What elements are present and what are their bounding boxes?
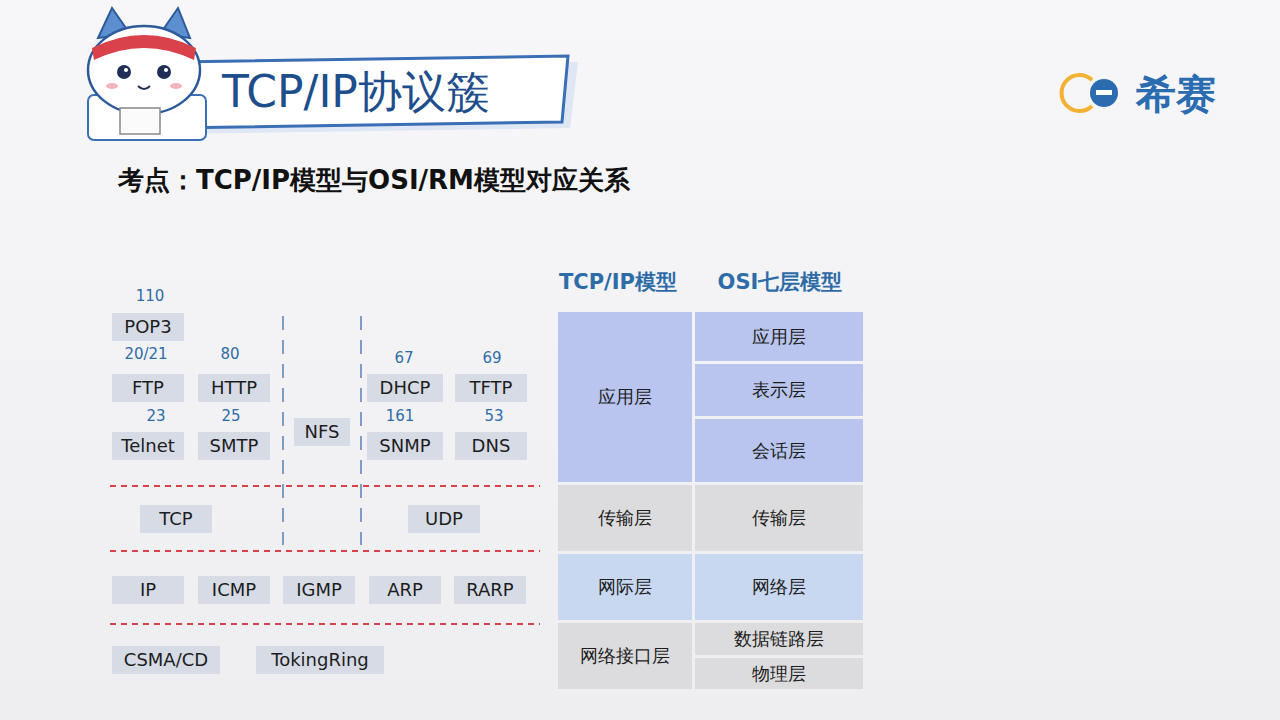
- layer-cell: 会话层: [695, 419, 863, 482]
- node-text: 表示层: [752, 380, 806, 400]
- node-text: 数据链路层: [734, 629, 824, 649]
- layer-cell: 网络接口层: [558, 623, 692, 689]
- node-text: 应用层: [598, 387, 652, 407]
- slide-title: TCP/IP协议簇: [222, 68, 490, 116]
- subtitle: 考点：TCP/IP模型与OSI/RM模型对应关系: [118, 166, 630, 195]
- node-text: TCP: [159, 509, 192, 529]
- title-banner: [170, 56, 568, 128]
- layer-cell: 数据链路层: [695, 623, 863, 655]
- protocol-box: DNS: [455, 432, 527, 460]
- node-text: HTTP: [211, 378, 257, 398]
- node-text: 网络接口层: [580, 646, 670, 666]
- node-text: 传输层: [598, 508, 652, 528]
- protocol-box: ARP: [369, 576, 441, 604]
- port-number: 80: [220, 346, 239, 363]
- port-number: 161: [386, 408, 415, 425]
- node-text: SNMP: [379, 436, 430, 456]
- node-text: 会话层: [752, 441, 806, 461]
- node-text: UDP: [425, 509, 463, 529]
- protocol-box: DHCP: [367, 374, 443, 402]
- node-text: ARP: [387, 580, 423, 600]
- layer-cell: 物理层: [695, 658, 863, 689]
- protocol-box: TCP: [140, 505, 212, 533]
- column-divider: [283, 316, 361, 545]
- node-text: IP: [140, 580, 156, 600]
- protocol-box: UDP: [408, 505, 480, 533]
- layer-cell: 传输层: [558, 485, 692, 551]
- protocol-box: SNMP: [367, 432, 443, 460]
- port-number: 23: [146, 408, 165, 425]
- protocol-box: HTTP: [198, 374, 270, 402]
- column-header: OSI七层模型: [718, 271, 843, 294]
- layer-cell: 应用层: [695, 312, 863, 361]
- layer-cell: 网际层: [558, 554, 692, 620]
- node-text: IGMP: [296, 580, 342, 600]
- protocol-box: RARP: [454, 576, 526, 604]
- logo-text: 希赛: [1136, 72, 1216, 116]
- node-text: POP3: [124, 317, 171, 337]
- logo-mark: [1062, 75, 1118, 111]
- port-number: 20/21: [124, 346, 167, 363]
- layer-cell: 应用层: [558, 312, 692, 482]
- protocol-box: FTP: [112, 374, 184, 402]
- protocol-box: ICMP: [198, 576, 270, 604]
- protocol-box: SMTP: [198, 432, 270, 460]
- column-header: TCP/IP模型: [559, 271, 677, 294]
- protocol-box: NFS: [294, 418, 350, 446]
- port-number: 25: [221, 408, 240, 425]
- port-number: 53: [484, 408, 503, 425]
- node-text: TokingRing: [271, 650, 369, 670]
- layer-cell: 网络层: [695, 554, 863, 620]
- protocol-box: CSMA/CD: [112, 646, 220, 674]
- node-text: RARP: [466, 580, 513, 600]
- port-number: 69: [482, 350, 501, 367]
- layer-divider: [110, 486, 540, 624]
- protocol-box: Telnet: [112, 432, 184, 460]
- port-number: 110: [136, 288, 165, 305]
- node-text: 传输层: [752, 508, 806, 528]
- protocol-box: TokingRing: [256, 646, 384, 674]
- node-text: 应用层: [752, 327, 806, 347]
- protocol-box: IGMP: [283, 576, 355, 604]
- node-text: 网际层: [598, 577, 652, 597]
- node-text: FTP: [132, 378, 164, 398]
- node-text: 物理层: [752, 664, 806, 684]
- port-number: 67: [394, 350, 413, 367]
- node-text: CSMA/CD: [124, 650, 208, 670]
- layer-cell: 表示层: [695, 364, 863, 416]
- node-text: DNS: [472, 436, 511, 456]
- node-text: SMTP: [210, 436, 259, 456]
- protocol-box: TFTP: [455, 374, 527, 402]
- node-text: Telnet: [121, 436, 175, 456]
- protocol-box: POP3: [112, 313, 184, 341]
- node-text: DHCP: [380, 378, 431, 398]
- cat-mascot: [88, 8, 206, 140]
- node-text: NFS: [305, 422, 340, 442]
- protocol-box: IP: [112, 576, 184, 604]
- node-text: 网络层: [752, 577, 806, 597]
- node-text: TFTP: [470, 378, 513, 398]
- node-text: ICMP: [212, 580, 256, 600]
- layer-cell: 传输层: [695, 485, 863, 551]
